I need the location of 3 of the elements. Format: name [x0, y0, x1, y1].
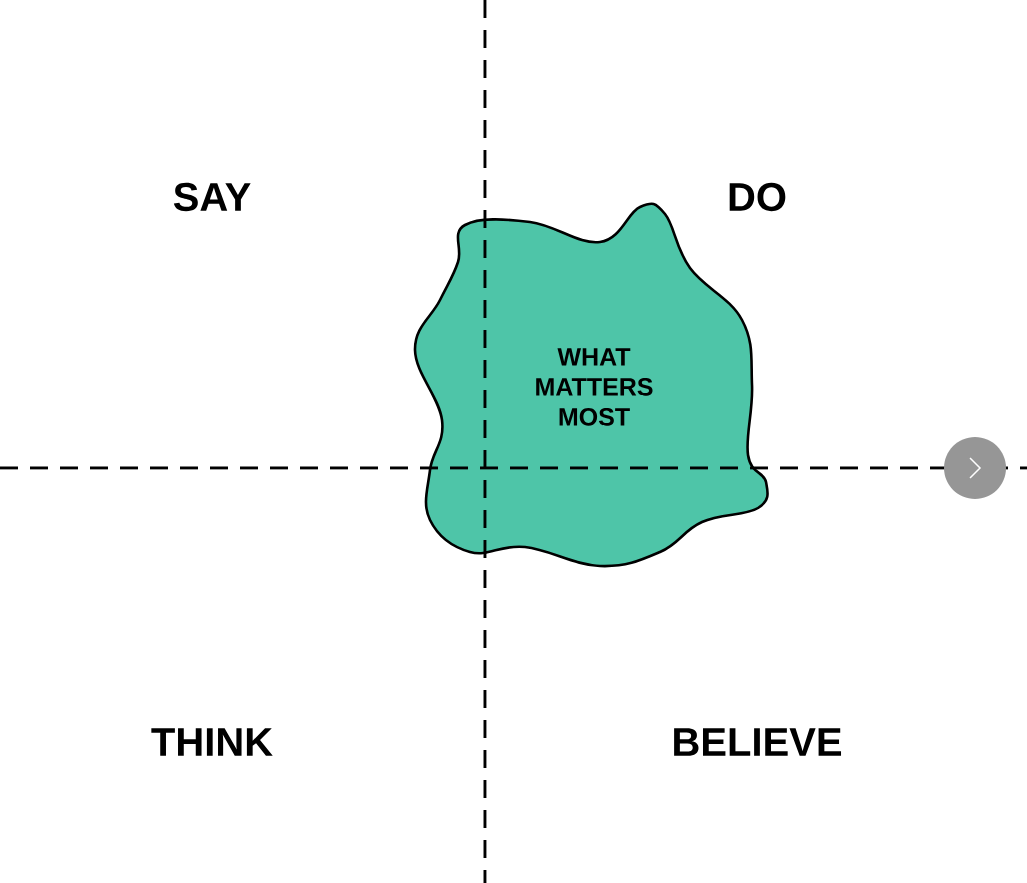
quadrant-label: BELIEVE — [674, 728, 841, 756]
quadrant-label: SAY — [173, 182, 251, 212]
quadrant-label: THINK — [151, 728, 273, 756]
